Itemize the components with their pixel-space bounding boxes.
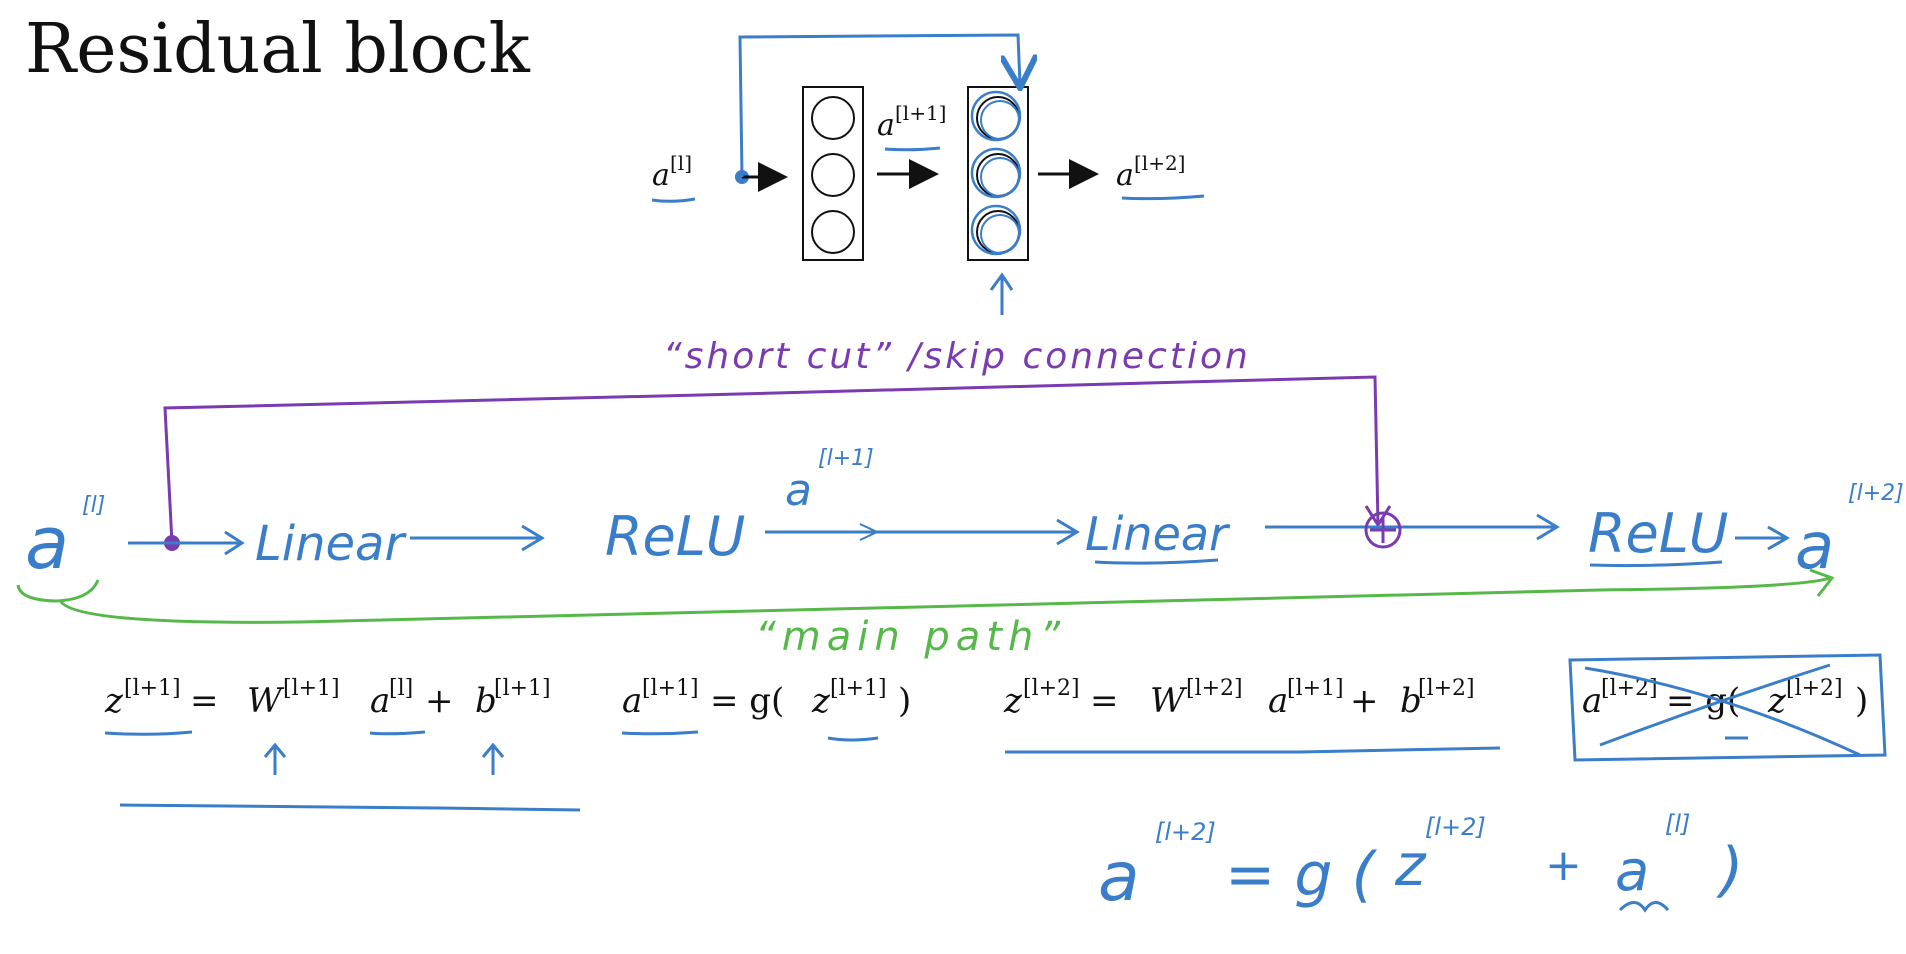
svg-text:a: a <box>370 681 390 721</box>
svg-text:[l+2]: [l+2] <box>1186 676 1243 701</box>
svg-text:a: a <box>785 465 812 516</box>
top-input-label: a [l] <box>651 151 696 203</box>
residual-add-node <box>1364 511 1402 549</box>
svg-text:[l+2]: [l+2] <box>1848 481 1904 506</box>
equation-annotations <box>104 653 1887 812</box>
svg-text:): ) <box>1716 835 1743 905</box>
svg-text:b: b <box>475 681 497 721</box>
svg-text:z: z <box>1767 681 1787 721</box>
top-hidden-label: a [l+1] <box>877 101 946 152</box>
svg-text:[l+1]: [l+1] <box>818 446 874 471</box>
svg-text:z: z <box>811 681 831 721</box>
svg-text:W: W <box>1150 681 1188 721</box>
svg-text:a: a <box>1116 158 1134 193</box>
svg-text:[l+1]: [l+1] <box>494 676 551 701</box>
svg-text:[l]: [l] <box>82 493 105 518</box>
svg-text:[l+2]: [l+2] <box>1425 813 1486 841</box>
layer-2-box <box>967 86 1029 261</box>
svg-text:[l]: [l] <box>670 151 692 175</box>
stage-relu-1: ReLU <box>605 505 745 568</box>
svg-text:[l]: [l] <box>1665 810 1690 838</box>
svg-text:z: z <box>1394 831 1427 899</box>
svg-text:[l+1]: [l+1] <box>283 676 340 701</box>
svg-text:[l]: [l] <box>389 676 413 701</box>
path-mid-label: a [l+1] <box>785 446 874 516</box>
svg-text:): ) <box>1855 681 1868 721</box>
equation-z-l2: z [l+2] = W [l+2] a [l+1] + b [l+2] <box>1003 676 1475 721</box>
svg-text:z: z <box>1003 681 1023 721</box>
equation-z-l1: z [l+1] = W [l+1] a [l] + b [l+1] <box>104 676 551 721</box>
main-path-row: a [l] Linear ReLU a [l+1] Linear ReLU a … <box>16 375 1904 660</box>
svg-text:b: b <box>1400 681 1422 721</box>
purple-shortcut-line <box>163 375 1380 544</box>
svg-text:a: a <box>877 108 895 143</box>
svg-text:+: + <box>425 681 454 721</box>
layer-1-box <box>802 86 864 261</box>
equation-residual-output: a [l+2] = g ( z [l+2] + a [l] ) <box>1098 810 1743 917</box>
svg-text:[l+1]: [l+1] <box>642 676 699 701</box>
svg-text:[l+2]: [l+2] <box>1786 676 1843 701</box>
top-skip-connection <box>738 33 1020 178</box>
svg-text:a: a <box>25 501 69 585</box>
stage-linear-2: Linear <box>1085 507 1231 561</box>
svg-text:= g (: = g ( <box>1225 840 1378 910</box>
stage-relu-2: ReLU <box>1588 502 1728 565</box>
svg-text:+: + <box>1350 681 1379 721</box>
svg-text:=: = <box>190 681 219 721</box>
equation-a-l1: a [l+1] = g( z [l+1] ) <box>622 676 911 721</box>
svg-text:a: a <box>1098 838 1140 917</box>
main-path-bracket <box>58 576 1831 624</box>
svg-text:a: a <box>1582 681 1602 721</box>
equations: z [l+1] = W [l+1] a [l] + b [l+1] a [l+1… <box>104 676 1868 721</box>
svg-text:[l+2]: [l+2] <box>1023 676 1080 701</box>
main-path-annotation: “main path” <box>755 614 1066 660</box>
svg-text:z: z <box>104 681 124 721</box>
top-output-label: a [l+2] <box>1116 151 1205 201</box>
top-network-diagram: a [l] a [l+1] <box>651 33 1251 377</box>
svg-text:+: + <box>1545 840 1582 891</box>
skip-connection-annotation: “short cut” /skip connection <box>663 336 1251 377</box>
skip-annotation-arrow <box>989 272 1014 315</box>
svg-text:[l+1]: [l+1] <box>124 676 181 701</box>
svg-text:W: W <box>247 681 285 721</box>
svg-text:[l+1]: [l+1] <box>1287 676 1344 701</box>
slide-title: Residual block <box>25 10 531 89</box>
svg-text:[l+2]: [l+2] <box>1155 818 1216 846</box>
svg-text:[l+1]: [l+1] <box>830 676 887 701</box>
stage-linear-1: Linear <box>255 516 407 572</box>
svg-text:[l+2]: [l+2] <box>1418 676 1475 701</box>
path-output-label: a [l+2] <box>1795 481 1904 584</box>
svg-text:[l+1]: [l+1] <box>895 101 946 125</box>
path-input-label: a [l] <box>16 493 105 603</box>
svg-text:a: a <box>652 158 670 193</box>
svg-text:): ) <box>898 681 911 721</box>
svg-text:=: = <box>1090 681 1119 721</box>
svg-text:[l+2]: [l+2] <box>1134 151 1185 175</box>
svg-text:a: a <box>1615 839 1649 904</box>
svg-text:a: a <box>622 681 642 721</box>
svg-text:= g(: = g( <box>710 681 784 721</box>
svg-text:a: a <box>1268 681 1288 721</box>
